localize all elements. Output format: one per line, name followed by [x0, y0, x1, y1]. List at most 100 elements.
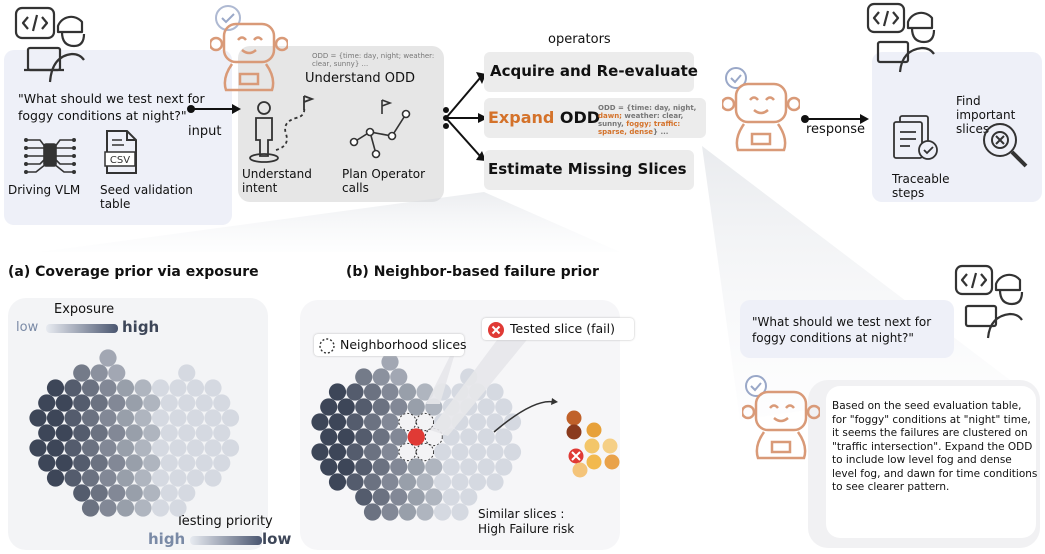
tested-slice-callout: [482, 318, 634, 340]
exposure-dot: [90, 424, 108, 442]
exposure-dot: [151, 379, 170, 397]
failure-dot: [320, 428, 338, 446]
exposure-dot: [116, 439, 135, 457]
op-estimate-box: [484, 150, 694, 190]
failure-dot: [416, 503, 434, 521]
exposure-high-label: high: [122, 318, 160, 336]
failure-dot: [372, 368, 390, 386]
driving-vlm-label: Driving VLM: [8, 183, 81, 197]
exposure-dot: [46, 439, 65, 457]
similar-slice-dot: [586, 422, 602, 438]
exposure-dot: [134, 499, 152, 517]
expand-word: Expand: [488, 108, 555, 127]
failure-dot: [503, 443, 522, 461]
exposure-dot: [29, 439, 47, 457]
failure-dot: [486, 413, 504, 431]
failure-dot: [381, 503, 399, 521]
failure-dot: [390, 428, 408, 446]
exposure-gradient-bar: [46, 324, 118, 333]
expand-odd-word: ODD: [559, 108, 601, 127]
failure-dot: [477, 398, 495, 416]
odd-definition-mid: ODD = {time: day, night; weather: clear,…: [312, 52, 435, 68]
failure-dot: [415, 442, 435, 462]
failure-dot: [372, 488, 390, 506]
failure-dot: [398, 442, 417, 462]
chat-user-question: "What should we test next for foggy cond…: [752, 315, 932, 345]
failure-dot: [486, 383, 504, 401]
priority-high-label: high: [148, 530, 186, 548]
failure-dot: [468, 443, 487, 461]
exposure-dot: [195, 454, 213, 472]
user-question: "What should we test next for foggy cond…: [18, 91, 205, 123]
priority-low-label: low: [262, 530, 292, 548]
exposure-dot: [204, 379, 222, 397]
driving-vlm-chip-icon: [24, 138, 76, 174]
failure-dot: [433, 473, 452, 491]
exposure-dot: [116, 379, 135, 397]
developer-icon-right: [866, 2, 936, 73]
exposure-dot: [186, 439, 205, 457]
exposure-dot: [108, 394, 126, 412]
exposure-dot: [73, 454, 91, 472]
exposure-dot: [160, 424, 178, 442]
exposure-dot: [38, 424, 56, 442]
failure-dot: [495, 398, 513, 416]
exposure-dot: [134, 379, 152, 397]
testing-priority-label: Testing priority: [176, 514, 273, 529]
developer-icon-chat: [954, 264, 1024, 339]
op-estimate-label: Estimate Missing Slices: [488, 160, 687, 178]
exposure-dot: [116, 499, 135, 517]
exposure-dot: [90, 394, 108, 412]
failure-dot: [398, 383, 417, 401]
exposure-dot: [160, 454, 178, 472]
neighborhood-callout: [314, 334, 464, 356]
plan-calls-label: Plan Operator calls: [342, 167, 426, 195]
failure-dot: [390, 398, 408, 416]
exposure-dot: [143, 454, 161, 472]
failure-dot: [425, 458, 443, 476]
exposure-dot: [55, 394, 73, 412]
exposure-dot: [195, 424, 213, 442]
failure-dot: [363, 383, 382, 401]
exposure-dot: [169, 439, 187, 457]
failure-dot: [390, 488, 408, 506]
exposure-dot: [178, 394, 196, 412]
exposure-dot: [55, 424, 73, 442]
exposure-dot: [64, 409, 82, 427]
failure-dot: [390, 458, 408, 476]
operator-branch-arrows: [443, 72, 488, 161]
failure-dot: [460, 488, 478, 506]
failure-dot: [398, 503, 417, 521]
failure-dot: [398, 412, 417, 432]
similar-slice-dot: [604, 454, 620, 470]
exposure-dot: [125, 394, 143, 412]
exposure-dot: [221, 409, 240, 427]
high-risk-label: High Failure risk: [478, 522, 575, 536]
exposure-dot: [134, 409, 152, 427]
failure-dot: [320, 458, 338, 476]
failure-dot: [372, 428, 390, 446]
failure-dot: [328, 473, 347, 491]
failure-dot: [372, 398, 390, 416]
panel-b-title: (b) Neighbor-based failure prior: [346, 264, 599, 280]
exposure-dot: [46, 469, 65, 487]
exposure-dot: [169, 469, 187, 487]
failure-dot: [407, 488, 425, 506]
similar-slice-dot: [602, 438, 618, 454]
exposure-dot: [108, 484, 126, 502]
exposure-dot: [29, 409, 47, 427]
similar-slice-dot: [584, 438, 600, 454]
exposure-dot: [99, 349, 117, 367]
failure-dot: [372, 458, 390, 476]
failure-dot: [486, 443, 504, 461]
exposure-dot: [64, 439, 82, 457]
exposure-dot: [178, 484, 196, 502]
failure-dot: [381, 353, 399, 371]
agent-robot-icon: [210, 5, 288, 92]
exposure-label: Exposure: [54, 302, 115, 317]
exposure-dot: [204, 439, 222, 457]
operators-title: operators: [548, 32, 611, 47]
chat-agent-answer: Based on the seed evaluation table, for …: [832, 400, 1038, 493]
exposure-dot: [178, 454, 196, 472]
